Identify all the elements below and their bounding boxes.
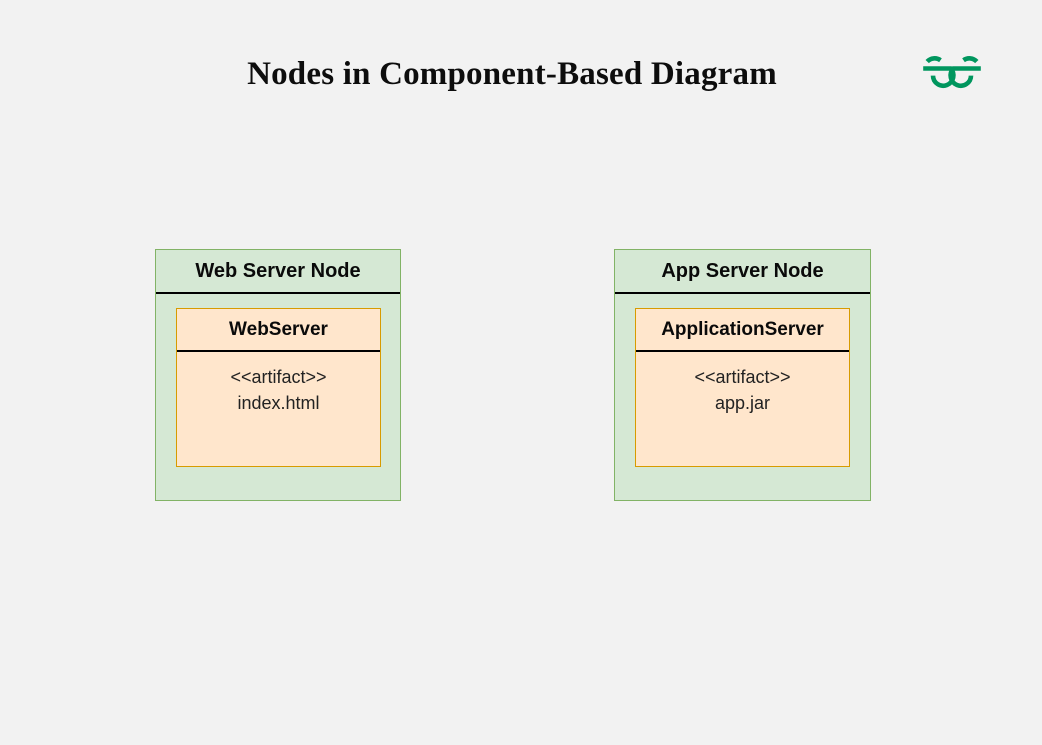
node-header-web-server: Web Server Node bbox=[156, 250, 400, 294]
artifact-name-app-server: app.jar bbox=[714, 393, 771, 414]
artifact-stereotype-web-server: <<artifact>> bbox=[230, 367, 327, 387]
component-title-app-server: ApplicationServer bbox=[661, 319, 824, 340]
artifact-name-web-server: index.html bbox=[237, 393, 320, 414]
node-body-app-server: ApplicationServer <<artifact>> app.jar bbox=[615, 294, 870, 500]
node-label-web-server: Web Server Node bbox=[195, 260, 361, 282]
artifact-stereotype-app-server: <<artifact>> bbox=[694, 367, 791, 387]
node-label-app-server: App Server Node bbox=[661, 260, 824, 282]
page-title: Nodes in Component-Based Diagram bbox=[247, 56, 777, 92]
component-header-app-server: ApplicationServer bbox=[636, 309, 849, 352]
node-body-web-server: WebServer <<artifact>> index.html bbox=[156, 294, 400, 500]
node-header-app-server: App Server Node bbox=[615, 250, 870, 294]
component-web-server[interactable]: WebServer <<artifact>> index.html bbox=[176, 308, 381, 467]
node-app-server[interactable]: App Server Node ApplicationServer <<arti… bbox=[614, 249, 871, 501]
component-title-web-server: WebServer bbox=[229, 319, 328, 340]
component-header-web-server: WebServer bbox=[177, 309, 380, 352]
component-body-app-server: <<artifact>> app.jar bbox=[636, 352, 849, 416]
component-app-server[interactable]: ApplicationServer <<artifact>> app.jar bbox=[635, 308, 850, 467]
geeksforgeeks-logo bbox=[920, 48, 984, 90]
component-body-web-server: <<artifact>> index.html bbox=[177, 352, 380, 416]
node-web-server[interactable]: Web Server Node WebServer <<artifact>> i… bbox=[155, 249, 401, 501]
